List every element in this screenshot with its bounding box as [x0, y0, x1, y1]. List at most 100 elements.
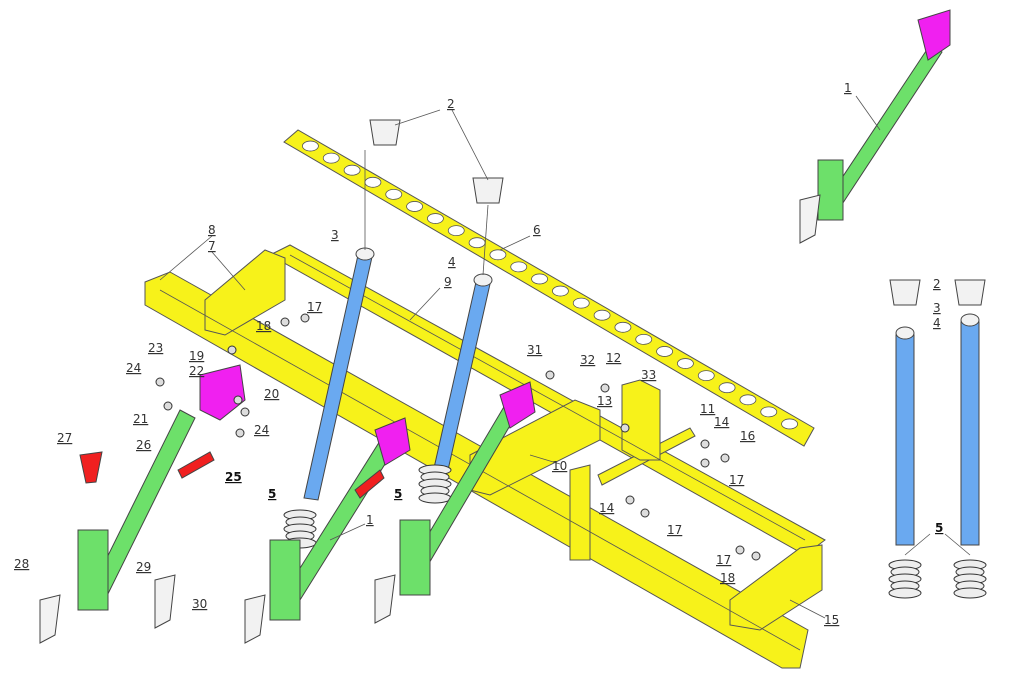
- bar-holes: [302, 140, 798, 430]
- bar-hole: [697, 370, 715, 382]
- bar-hole: [322, 152, 340, 164]
- fastener: [700, 439, 710, 449]
- fasteners: [155, 313, 761, 561]
- bar-hole: [781, 418, 798, 430]
- bar-hole: [385, 188, 403, 200]
- bar-hole: [677, 358, 694, 369]
- bar-hole: [406, 201, 423, 212]
- bellows: [283, 464, 987, 599]
- label-24: 24: [126, 361, 141, 375]
- label-24: 24: [254, 423, 269, 437]
- bar-hole: [552, 285, 569, 297]
- label-3: 3: [933, 301, 941, 315]
- fastener: [720, 453, 730, 463]
- tine-arms: [77, 44, 943, 621]
- label-7: 7: [208, 239, 216, 253]
- label-17: 17: [667, 523, 682, 537]
- label-4: 4: [933, 316, 941, 330]
- label-12: 12: [606, 351, 621, 365]
- label-22: 22: [189, 364, 204, 378]
- bar-hole: [572, 297, 590, 309]
- label-11: 11: [700, 402, 715, 416]
- bar-hole: [343, 164, 361, 176]
- fastener: [240, 407, 250, 417]
- label-18: 18: [256, 319, 271, 333]
- fastener: [235, 428, 245, 438]
- label-28: 28: [14, 557, 29, 571]
- label-8: 8: [208, 223, 216, 237]
- bar-hole: [531, 273, 548, 285]
- label-26: 26: [136, 438, 151, 452]
- bar-hole: [364, 176, 382, 188]
- label-10: 10: [552, 459, 567, 473]
- label-14: 14: [599, 501, 614, 515]
- label-33: 33: [641, 368, 656, 382]
- label-25: 25: [225, 470, 242, 484]
- label-23: 23: [148, 341, 163, 355]
- bar-hole: [427, 213, 444, 224]
- spring-cup-27: [79, 451, 103, 484]
- label-17: 17: [307, 300, 322, 314]
- label-32: 32: [580, 353, 595, 367]
- label-14: 14: [714, 415, 729, 429]
- label-2: 2: [933, 277, 941, 291]
- fastener: [233, 395, 243, 405]
- bar-hole: [656, 346, 673, 357]
- perforated-bar: [283, 129, 815, 447]
- cylinder-right-b: [960, 313, 980, 546]
- bar-hole: [593, 309, 611, 321]
- fastener: [600, 383, 610, 393]
- label-18: 18: [720, 571, 735, 585]
- tine-points: [39, 194, 821, 644]
- label-19: 19: [189, 349, 204, 363]
- bar-hole: [302, 140, 319, 152]
- cylinder-cap-4: [473, 273, 493, 287]
- label-4: 4: [448, 255, 456, 269]
- leader-lines: [159, 95, 971, 619]
- label-1: 1: [366, 513, 374, 527]
- label-16: 16: [740, 429, 755, 443]
- fastener: [163, 401, 173, 411]
- label-20: 20: [264, 387, 279, 401]
- fastener: [751, 551, 761, 561]
- label-29: 29: [136, 560, 151, 574]
- label-17: 17: [729, 473, 744, 487]
- fastener: [620, 423, 630, 433]
- mounting-brackets: [199, 9, 951, 466]
- fastener: [227, 345, 237, 355]
- bellows-ring: [888, 587, 922, 599]
- label-2: 2: [447, 97, 455, 111]
- label-13: 13: [597, 394, 612, 408]
- bar-hole: [510, 261, 528, 273]
- label-27: 27: [57, 431, 72, 445]
- spring-center: [354, 469, 385, 499]
- fastener: [640, 508, 650, 518]
- fastener: [155, 377, 165, 387]
- fastener: [735, 545, 745, 555]
- label-30: 30: [192, 597, 207, 611]
- label-5: 5: [935, 521, 943, 535]
- bar-hole: [635, 333, 653, 345]
- label-1: 1: [844, 81, 852, 95]
- label-17: 17: [716, 553, 731, 567]
- label-5: 5: [268, 487, 276, 501]
- fastener: [300, 313, 310, 323]
- bar-hole: [489, 249, 507, 261]
- bar-hole: [614, 321, 632, 333]
- cylinder-right-a: [895, 326, 915, 546]
- rubber-caps: [369, 119, 986, 306]
- label-6: 6: [533, 223, 541, 237]
- label-31: 31: [527, 343, 542, 357]
- bar-hole: [468, 237, 486, 249]
- fastener: [280, 317, 290, 327]
- bar-hole: [447, 225, 465, 237]
- bellows-ring: [953, 587, 987, 599]
- spring-25: [177, 451, 215, 479]
- label-15: 15: [824, 613, 839, 627]
- label-3: 3: [331, 228, 339, 242]
- bar-hole: [718, 382, 736, 394]
- bellows-ring: [418, 492, 452, 504]
- fastener: [700, 458, 710, 468]
